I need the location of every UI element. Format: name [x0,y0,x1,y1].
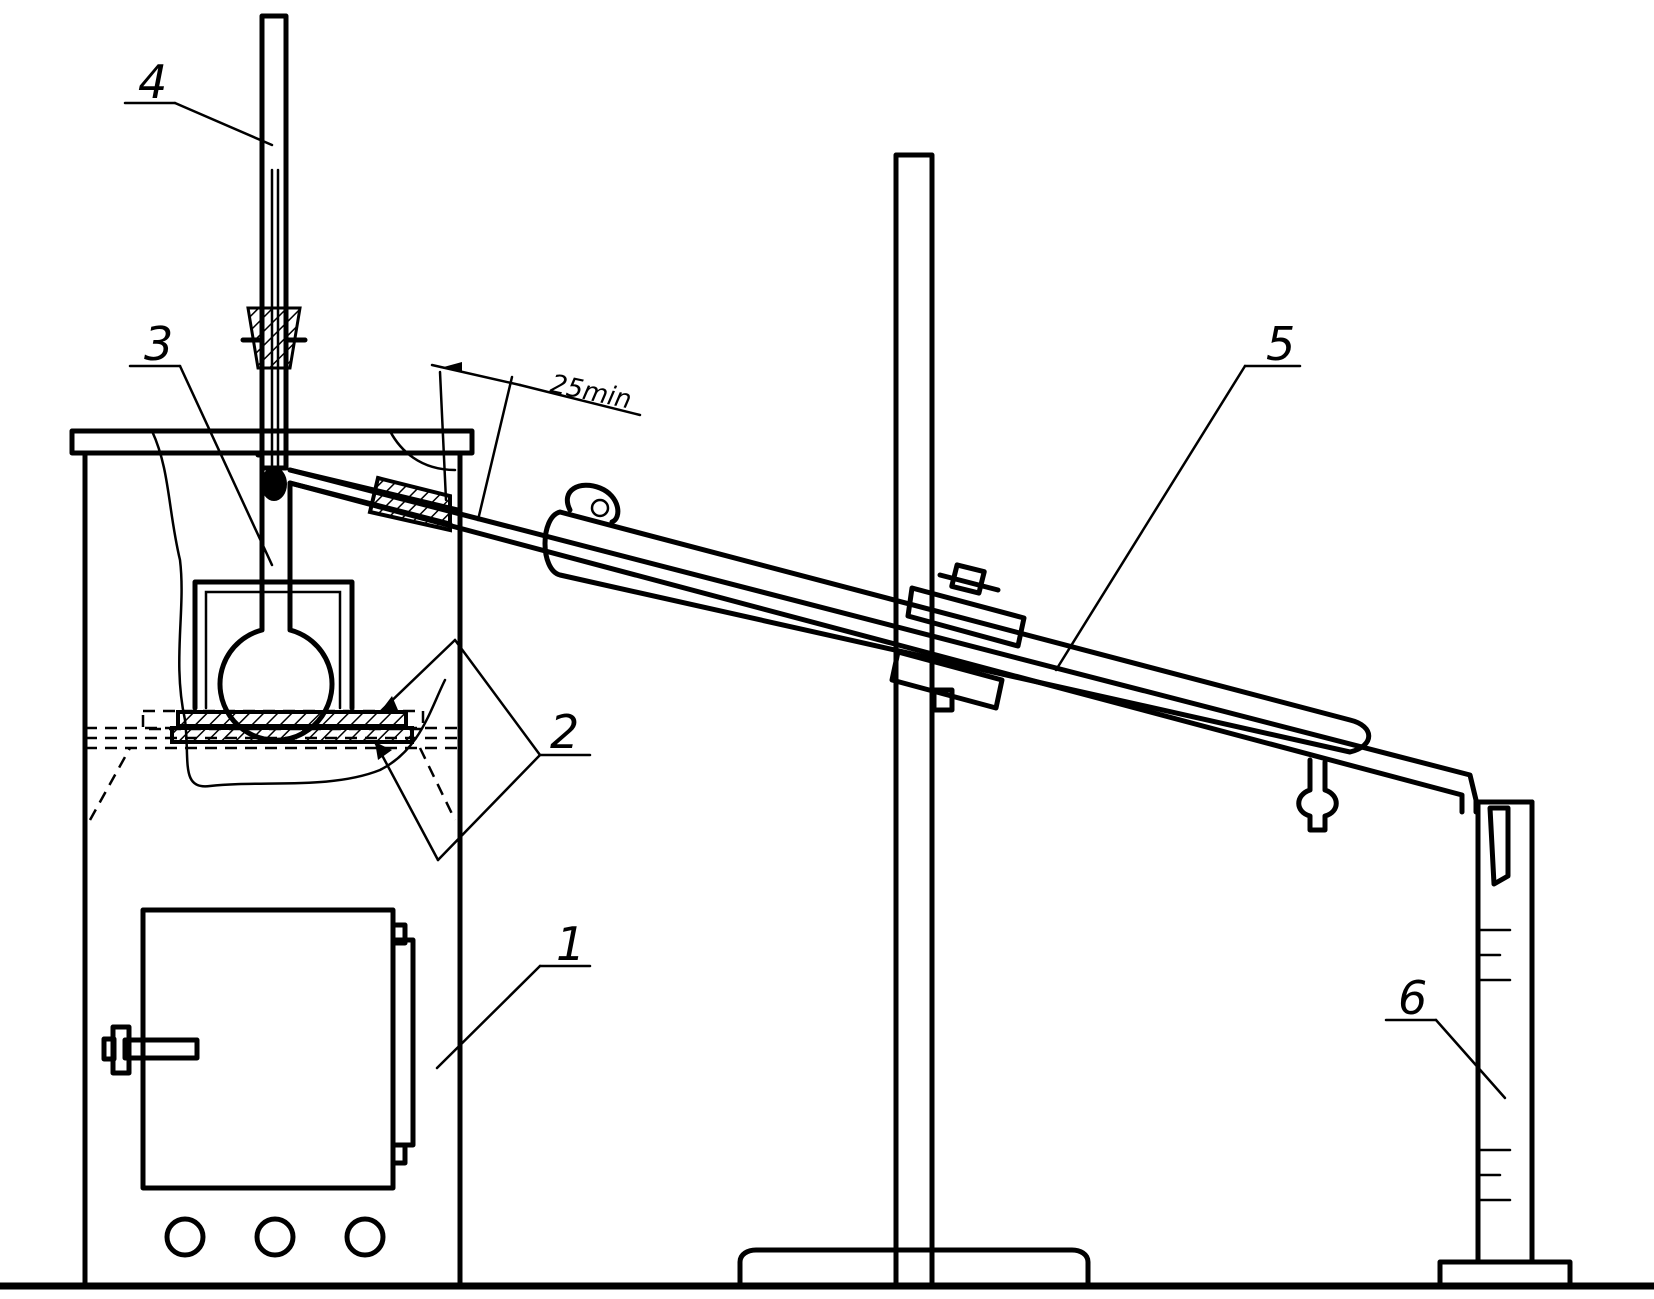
flask-shield [192,579,355,711]
furnace [69,428,475,1289]
callout-5: 5 [1054,317,1302,672]
thermometer-stopper [246,306,302,370]
control-knob-1 [164,1216,206,1258]
thermometer [240,13,308,501]
callout-2: 2 [373,638,592,862]
callout-number-6: 6 [1398,971,1427,1025]
callout-1: 1 [435,917,592,1070]
callout-6: 6 [1384,971,1507,1100]
callout-number-1: 1 [556,917,585,971]
callout-3: 3 [128,317,274,567]
callout-number-5: 5 [1266,317,1295,371]
callout-number-4: 4 [138,55,167,109]
furnace-door [140,907,396,1191]
callout-4: 4 [123,55,274,147]
dimension-label: 25min [548,369,635,415]
door-handle [122,1037,200,1061]
callout-number-2: 2 [550,705,579,759]
condenser [287,467,1479,833]
retort-stand [737,152,1091,1289]
graduated-cylinder [1437,799,1573,1289]
control-knob-2 [254,1216,296,1258]
control-knob-3 [344,1216,386,1258]
callout-number-3: 3 [144,317,173,371]
